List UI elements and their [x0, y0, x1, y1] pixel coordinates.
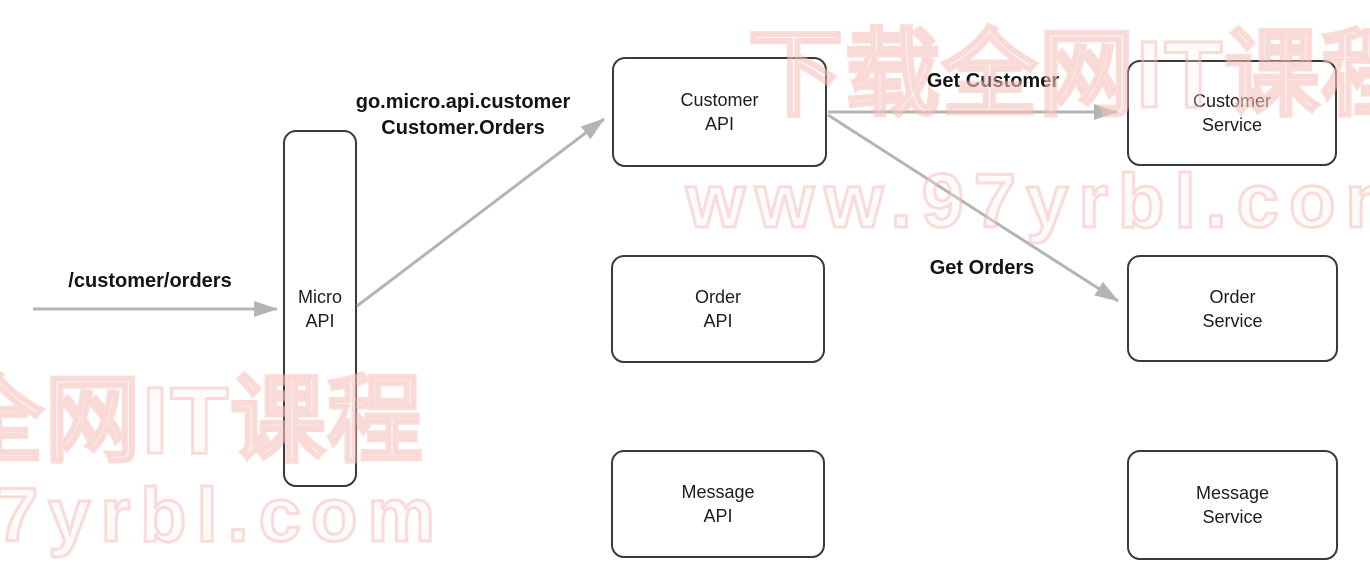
node-label: Order: [1209, 286, 1256, 307]
node-label: API: [703, 311, 733, 331]
edge-label-get-customer: Get Customer: [926, 70, 1060, 92]
node-label: API: [704, 114, 734, 134]
watermark-url-top-right: www.97yrbl.com: [685, 159, 1370, 244]
watermark-cjk-bottom-left: 下载全网IT课程: [0, 368, 425, 474]
node-label: Customer: [680, 90, 759, 110]
node-label: Service: [1201, 115, 1263, 135]
node-label: Micro: [298, 286, 342, 307]
edge-label-get-orders: Get Orders: [929, 257, 1035, 279]
node-label: Customer: [1192, 91, 1272, 111]
rpc-endpoint-line2: Customer.Orders: [381, 117, 545, 139]
node-message-service: Message Service: [1127, 450, 1338, 560]
rpc-endpoint-line1: go.micro.api.customer: [355, 91, 571, 113]
node-label: Service: [1202, 310, 1263, 331]
edge-label-request-path: /customer/orders: [68, 270, 232, 292]
node-customer-service: Customer Service: [1127, 60, 1337, 166]
node-label: Message: [1195, 483, 1270, 503]
node-label: API: [305, 310, 335, 331]
edge-micro-api-to-customer-api: [356, 117, 605, 308]
node-label: Message: [681, 482, 755, 502]
node-order-api: Order API: [611, 255, 825, 363]
watermark-url-bottom-left: www.97yrbl.com: [0, 473, 445, 558]
node-micro-api: Micro API: [283, 130, 357, 487]
node-customer-api: Customer API: [612, 57, 827, 167]
node-label: API: [703, 506, 733, 526]
node-message-api: Message API: [611, 450, 825, 558]
node-label: Order: [694, 287, 741, 307]
node-order-service: Order Service: [1127, 255, 1338, 362]
edge-label-rpc-endpoint: go.micro.api.customer Customer.Orders: [333, 89, 593, 141]
node-label: Service: [1202, 507, 1263, 527]
